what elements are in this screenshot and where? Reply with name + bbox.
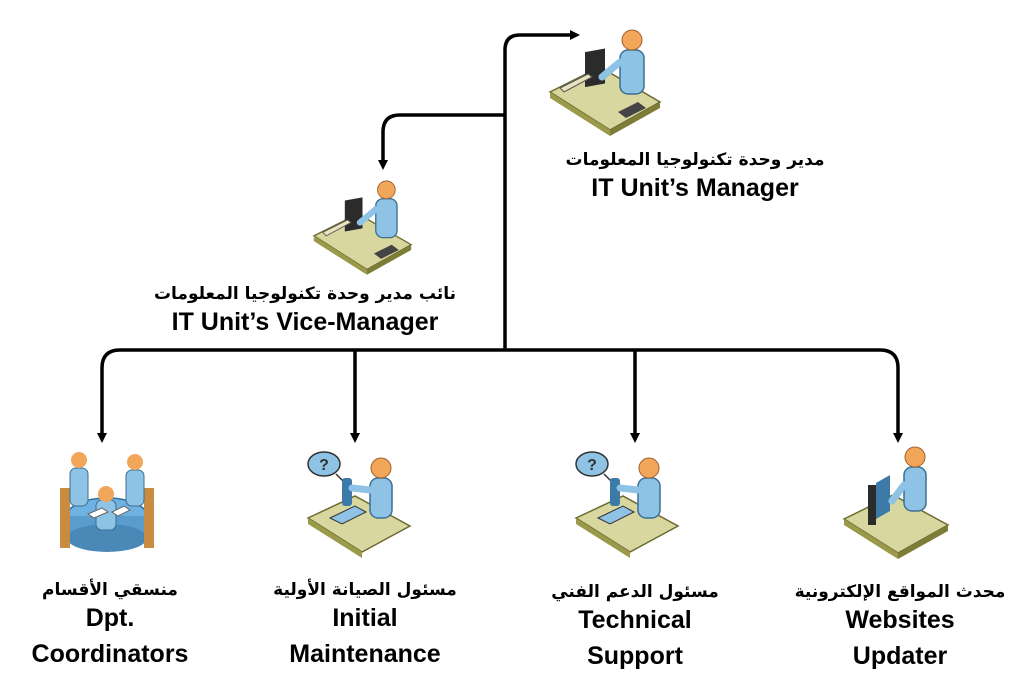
vice-manager-title: نائب مدير وحدة تكنولوجيا المعلومات IT Un… — [140, 284, 470, 340]
staff-title-dpt-coordinators: منسقي الأقسام Dpt. Coordinators — [0, 580, 220, 672]
meeting-table-icon — [60, 452, 154, 552]
connector-bus-right-corner — [879, 348, 903, 443]
staff-title-arabic: مسئول الدعم الفني — [551, 582, 719, 602]
staff-title-english-line1: Dpt. — [85, 604, 135, 632]
svg-text:?: ? — [319, 457, 329, 474]
staff-title-arabic: محدث المواقع الإلكترونية — [794, 582, 1006, 602]
staff-title-english-line1: Websites — [845, 606, 955, 634]
manager-title: مدير وحدة تكنولوجيا المعلومات IT Unit’s … — [525, 150, 865, 206]
staff-title-arabic: منسقي الأقسام — [42, 580, 178, 600]
staff-title-initial-maintenance: مسئول الصيانة الأولية Initial Maintenanc… — [250, 580, 480, 672]
connector-to-vice-manager — [378, 113, 505, 170]
manager-title-arabic: مدير وحدة تكنولوجيا المعلومات — [565, 150, 825, 170]
staff-title-english-line2: Coordinators — [31, 640, 189, 668]
vice-manager-title-arabic: نائب مدير وحدة تكنولوجيا المعلومات — [153, 284, 457, 304]
staff-title-english-line2: Support — [587, 642, 683, 670]
helpdesk-question-icon: ? — [574, 451, 680, 558]
vice-manager-title-english: IT Unit’s Vice-Manager — [171, 308, 439, 336]
connector-to-manager — [503, 30, 580, 350]
helpdesk-question-icon: ? — [306, 451, 412, 558]
staff-title-english-line2: Updater — [852, 642, 948, 670]
person-at-computer-desk-icon — [548, 29, 662, 136]
staff-title-websites-updater: محدث المواقع الإلكترونية Websites Update… — [780, 582, 1020, 674]
manager-title-english: IT Unit’s Manager — [591, 174, 799, 202]
person-at-computer-desk-icon — [312, 180, 413, 275]
staff-title-english-line1: Initial — [332, 604, 398, 632]
svg-text:?: ? — [587, 457, 597, 474]
staff-title-english-line1: Technical — [578, 606, 692, 634]
connector-bus-left-corner — [97, 348, 121, 443]
staff-title-english-line2: Maintenance — [289, 640, 441, 668]
staff-title-technical-support: مسئول الدعم الفني Technical Support — [525, 582, 745, 674]
staff-title-arabic: مسئول الصيانة الأولية — [273, 580, 457, 600]
person-at-monitor-icon — [842, 446, 950, 559]
